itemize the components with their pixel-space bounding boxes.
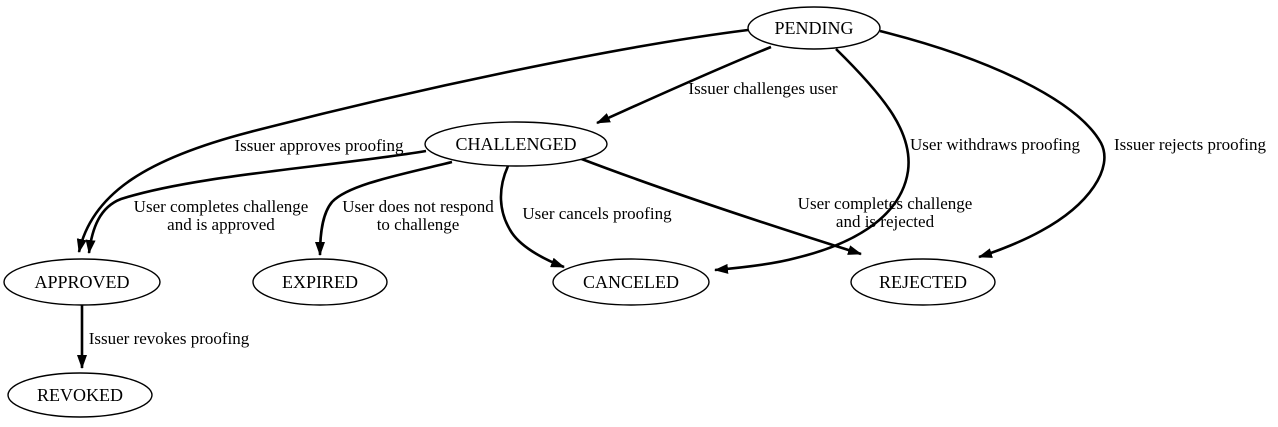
- edge-challenged-rejected-label-line2: and is rejected: [836, 212, 935, 231]
- edge-challenged-rejected: User completes challenge and is rejected: [578, 156, 973, 256]
- node-challenged: CHALLENGED: [424, 121, 608, 167]
- edge-challenged-canceled: User cancels proofing: [499, 165, 672, 269]
- edge-challenged-canceled-path: [499, 165, 565, 269]
- edge-approved-revoked-label: Issuer revokes proofing: [89, 329, 250, 348]
- edge-pending-challenged-label: Issuer challenges user: [688, 79, 838, 98]
- node-pending: PENDING: [747, 6, 881, 50]
- node-revoked: REVOKED: [7, 372, 153, 418]
- node-canceled-ellipse: [552, 258, 710, 306]
- edge-approved-revoked: Issuer revokes proofing: [77, 305, 250, 369]
- edge-pending-approved: Issuer approves proofing: [76, 28, 749, 253]
- node-rejected-ellipse: [850, 258, 996, 306]
- node-challenged-ellipse: [424, 121, 608, 167]
- node-pending-label: PENDING: [775, 18, 854, 38]
- edge-challenged-rejected-path: [578, 156, 862, 256]
- edge-challenged-expired-label-line2: to challenge: [377, 215, 460, 234]
- edge-pending-canceled-label: User withdraws proofing: [910, 135, 1080, 154]
- node-pending-ellipse: [747, 6, 881, 50]
- edge-challenged-expired-path: [315, 160, 453, 256]
- edge-challenged-rejected-label-line1: User completes challenge: [798, 194, 973, 213]
- node-revoked-label: REVOKED: [37, 385, 123, 405]
- edge-pending-canceled: User withdraws proofing: [714, 48, 1080, 274]
- edge-pending-canceled-path: [714, 48, 910, 274]
- node-rejected: REJECTED: [850, 258, 996, 306]
- node-expired: EXPIRED: [252, 258, 388, 306]
- edge-pending-approved-label: Issuer approves proofing: [234, 136, 404, 155]
- node-approved-ellipse: [3, 258, 161, 306]
- edge-pending-challenged-path: [596, 45, 772, 125]
- node-canceled: CANCELED: [552, 258, 710, 306]
- edge-pending-approved-path: [76, 28, 749, 253]
- node-challenged-label: CHALLENGED: [456, 134, 577, 154]
- edge-challenged-expired-label-line1: User does not respond: [342, 197, 494, 216]
- edge-challenged-canceled-label: User cancels proofing: [522, 204, 672, 223]
- edge-challenged-approved-label-line2: and is approved: [167, 215, 275, 234]
- node-rejected-label: REJECTED: [879, 272, 967, 292]
- node-approved-label: APPROVED: [34, 272, 129, 292]
- edge-challenged-approved-path: [85, 149, 427, 254]
- node-approved: APPROVED: [3, 258, 161, 306]
- edge-pending-rejected-path: [879, 29, 1106, 259]
- node-expired-label: EXPIRED: [282, 272, 358, 292]
- node-expired-ellipse: [252, 258, 388, 306]
- edge-challenged-expired: User does not respond to challenge: [315, 160, 494, 256]
- node-revoked-ellipse: [7, 372, 153, 418]
- edge-pending-challenged: Issuer challenges user: [596, 45, 838, 125]
- edge-pending-rejected-label: Issuer rejects proofing: [1114, 135, 1267, 154]
- edge-challenged-approved: User completes challenge and is approved: [85, 149, 427, 254]
- node-canceled-label: CANCELED: [583, 272, 679, 292]
- edge-challenged-approved-label-line1: User completes challenge: [134, 197, 309, 216]
- edge-pending-rejected: Issuer rejects proofing: [879, 29, 1267, 259]
